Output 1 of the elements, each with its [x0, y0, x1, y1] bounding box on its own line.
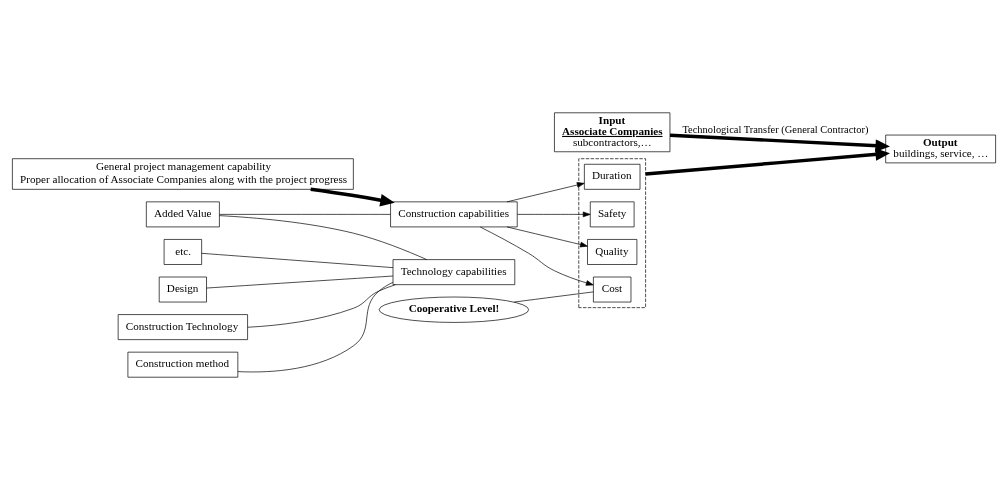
- edge-label: Technological Transfer (General Contractor): [682, 123, 869, 135]
